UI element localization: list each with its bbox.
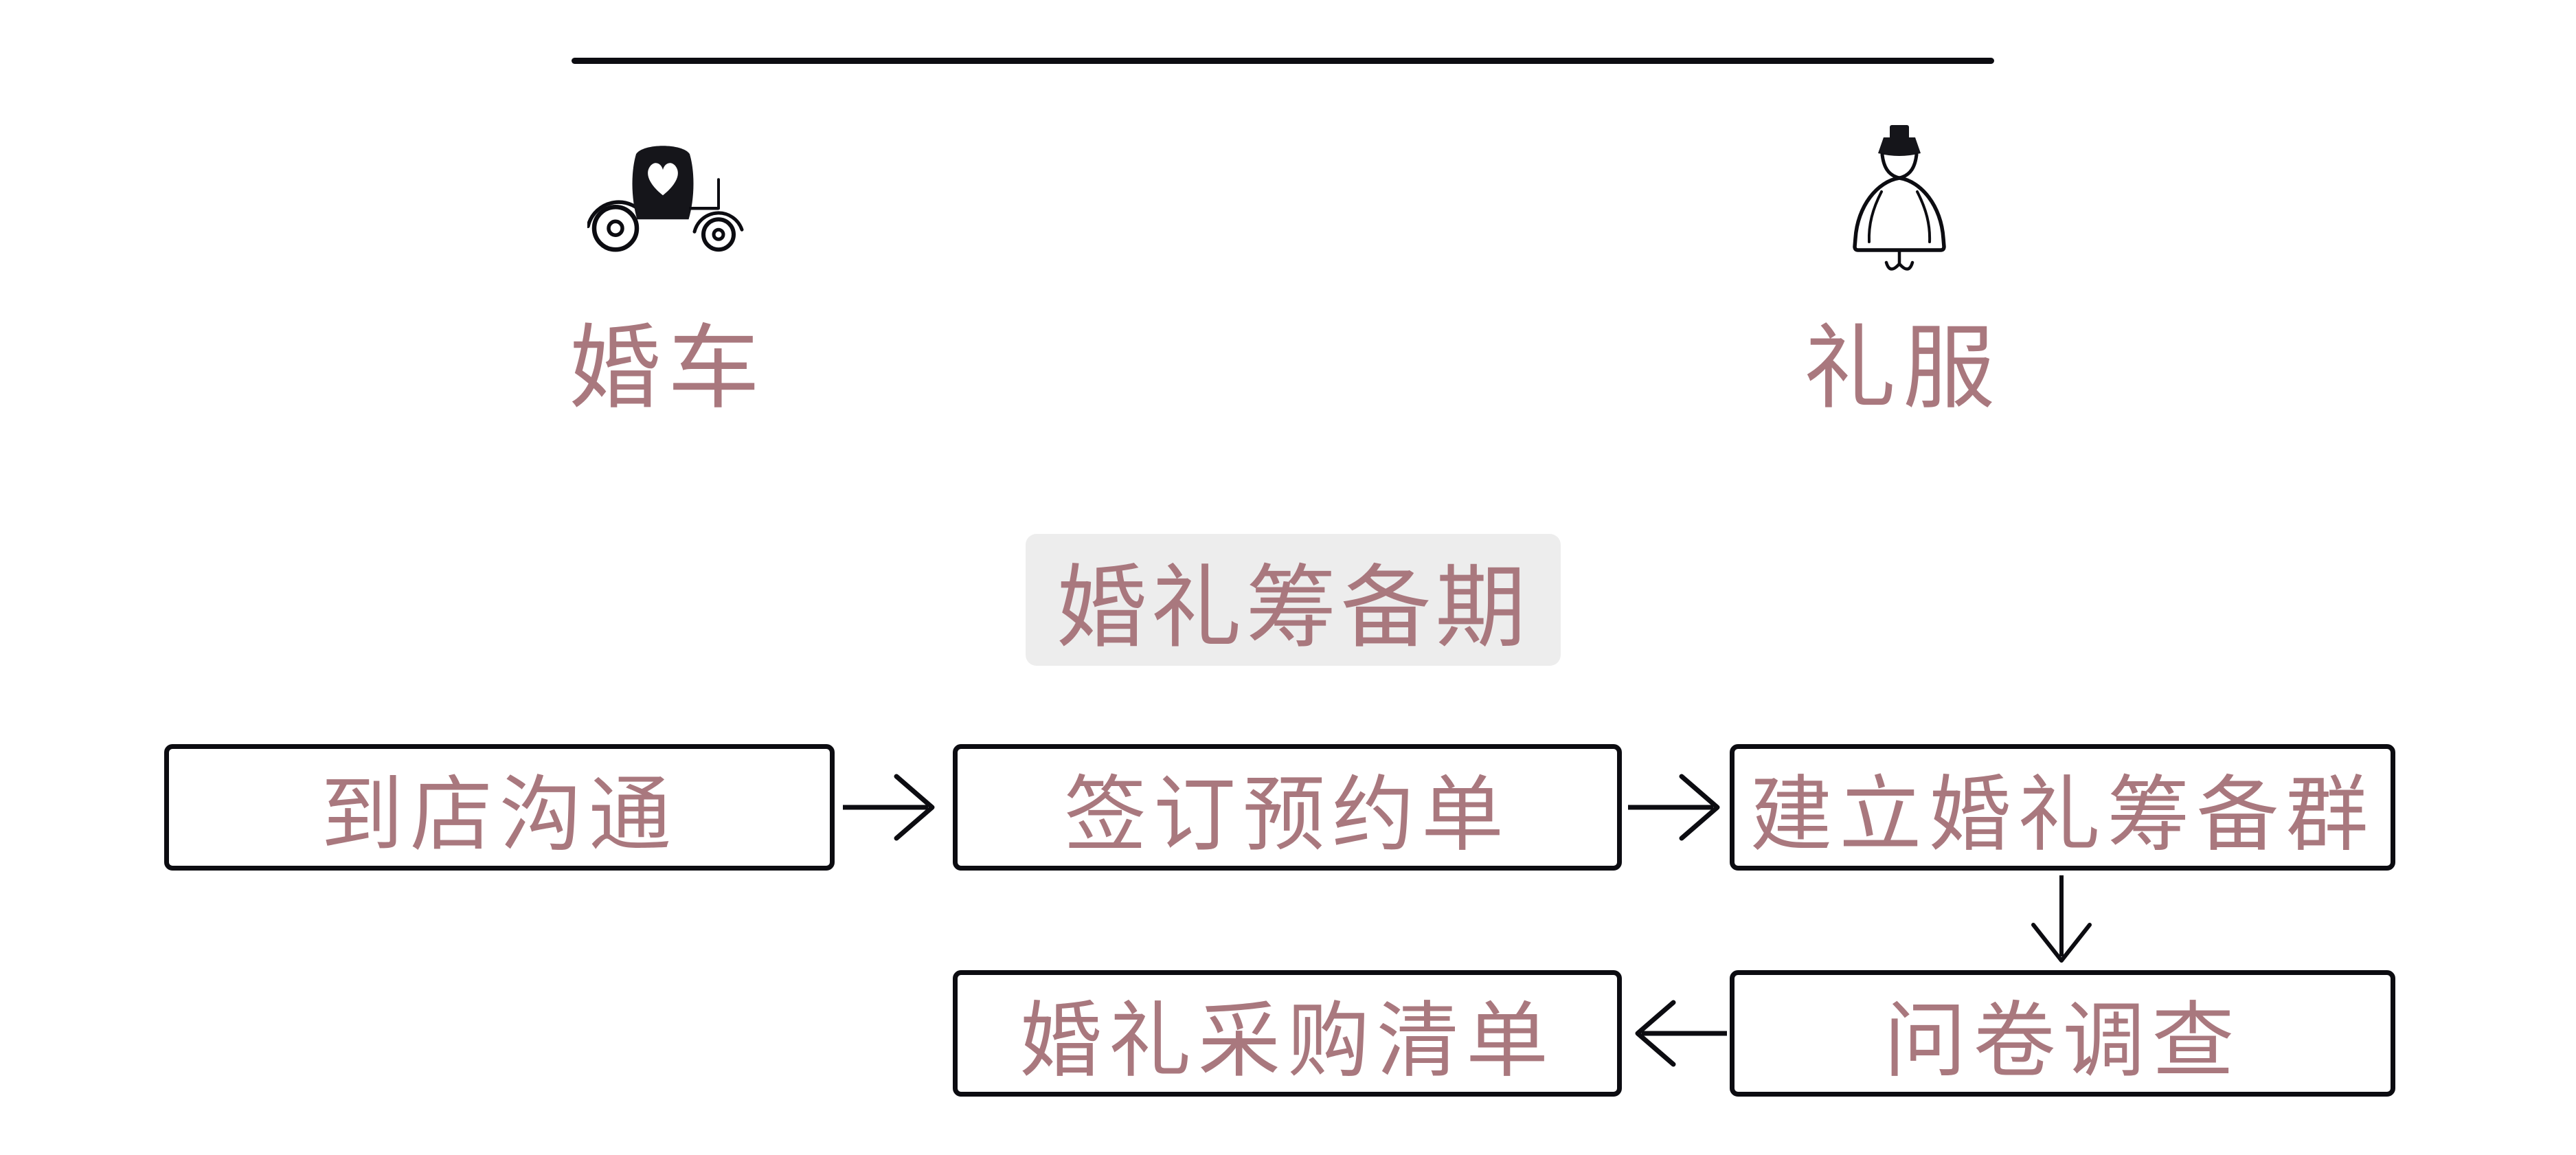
wedding-dress-icon bbox=[1848, 121, 1954, 276]
legend-label-dress: 礼服 bbox=[1803, 317, 2002, 420]
top-divider-line bbox=[572, 58, 1994, 64]
arrow-down-icon bbox=[2024, 874, 2099, 970]
flow-node-visit-store: 到店沟通 bbox=[164, 744, 835, 871]
flow-node-sign-reservation: 签订预约单 bbox=[953, 744, 1622, 871]
phase-label: 婚礼筹备期 bbox=[1056, 557, 1530, 658]
arrow-right-icon bbox=[841, 770, 945, 845]
flow-node-questionnaire: 问卷调查 bbox=[1730, 970, 2395, 1097]
flow-node-label: 婚礼采购清单 bbox=[1019, 995, 1555, 1087]
arrow-left-icon bbox=[1625, 996, 1728, 1071]
flow-node-create-prep-group: 建立婚礼筹备群 bbox=[1730, 744, 2395, 871]
flow-node-label: 签订预约单 bbox=[1064, 769, 1511, 861]
wedding-carriage-icon bbox=[587, 139, 745, 255]
flow-node-label: 建立婚礼筹备群 bbox=[1750, 769, 2375, 861]
flow-node-label: 问卷调查 bbox=[1884, 995, 2241, 1087]
flow-node-label: 到店沟通 bbox=[321, 769, 678, 861]
legend-label-wedding-car: 婚车 bbox=[568, 317, 767, 420]
flow-node-purchase-list: 婚礼采购清单 bbox=[953, 970, 1622, 1097]
arrow-right-icon bbox=[1627, 770, 1730, 845]
phase-badge: 婚礼筹备期 bbox=[1026, 534, 1561, 666]
